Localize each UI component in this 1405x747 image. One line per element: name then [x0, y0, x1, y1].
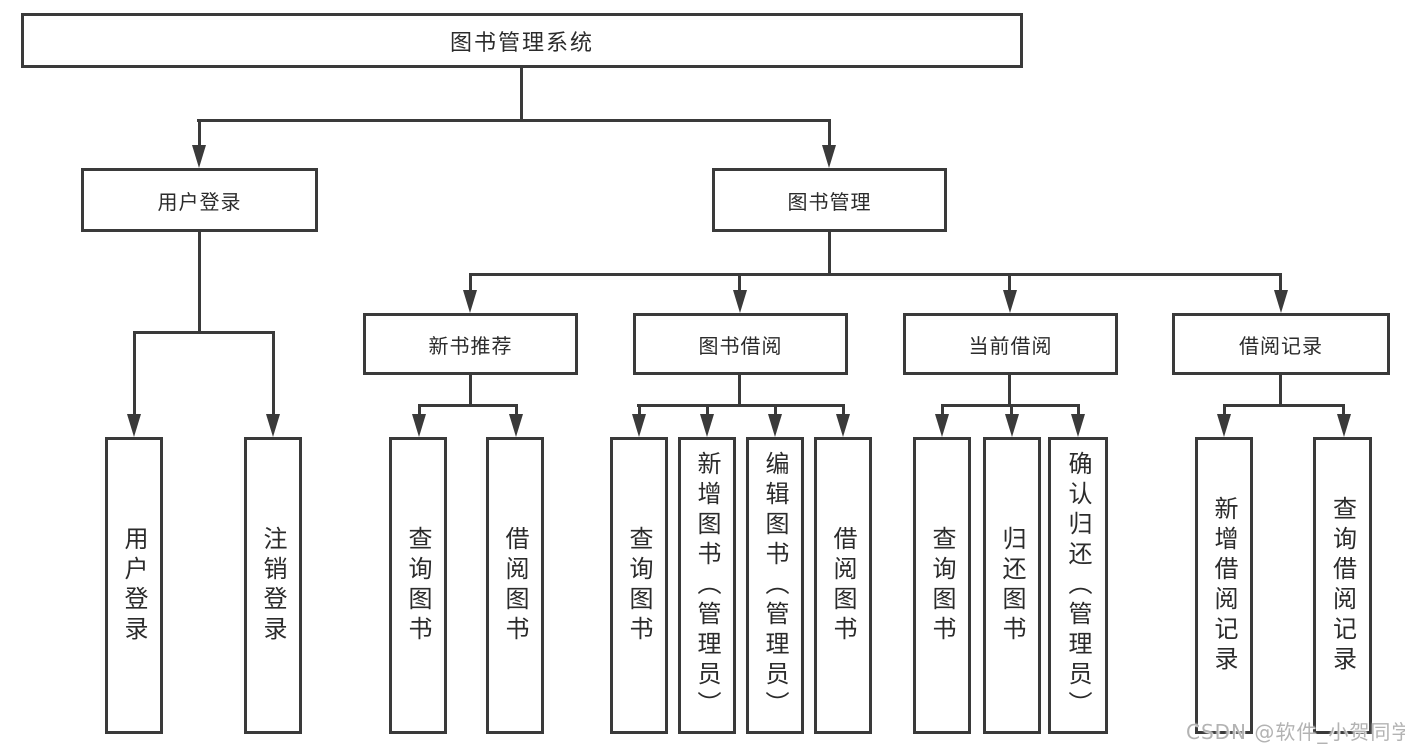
- arrowhead-down-icon: [935, 414, 949, 437]
- arrowhead-down-icon: [1274, 290, 1288, 313]
- connector-line: [738, 375, 741, 406]
- arrowhead-down-icon: [412, 414, 426, 437]
- connector-line: [133, 331, 275, 334]
- leaf-edit-books-admin-label: 编辑图书（管理员）: [761, 450, 789, 721]
- node-user-login: 用户登录: [81, 168, 318, 232]
- arrowhead-down-icon: [822, 145, 836, 168]
- arrowhead-down-icon: [733, 290, 747, 313]
- connector-line: [828, 232, 831, 276]
- connector-line: [1223, 404, 1345, 407]
- arrowhead-down-icon: [1217, 414, 1231, 437]
- leaf-user-login-label: 用户登录: [120, 525, 148, 646]
- leaf-confirm-return-admin: 确认归还（管理员）: [1048, 437, 1108, 734]
- connector-line: [515, 404, 518, 418]
- connector-line: [469, 375, 472, 406]
- leaf-query-books-borrowing-label: 查询图书: [625, 525, 653, 646]
- node-library-system-label: 图书管理系统: [449, 30, 594, 56]
- node-current-borrowing: 当前借阅: [903, 313, 1118, 375]
- leaf-query-books-recommend: 查询图书: [389, 437, 447, 734]
- leaf-borrow-books: 借阅图书: [814, 437, 872, 734]
- leaf-query-borrow-record: 查询借阅记录: [1313, 437, 1372, 734]
- connector-line: [133, 331, 136, 417]
- connector-line: [1077, 404, 1080, 418]
- connector-line: [520, 68, 523, 119]
- leaf-query-books-borrowing: 查询图书: [610, 437, 668, 734]
- connector-line: [842, 404, 845, 418]
- connector-line: [1008, 273, 1011, 293]
- arrowhead-down-icon: [1005, 414, 1019, 437]
- leaf-user-login: 用户登录: [105, 437, 163, 734]
- arrowhead-down-icon: [632, 414, 646, 437]
- connector-line: [941, 404, 944, 418]
- connector-line: [828, 119, 831, 147]
- node-borrowing-records-label: 借阅记录: [1239, 333, 1323, 358]
- arrowhead-down-icon: [1337, 414, 1351, 437]
- connector-line: [738, 273, 741, 293]
- leaf-add-books-admin: 新增图书（管理员）: [678, 437, 736, 734]
- connector-line: [418, 404, 421, 418]
- leaf-query-books-current: 查询图书: [913, 437, 971, 734]
- node-user-login-label: 用户登录: [157, 189, 242, 214]
- connector-line: [637, 404, 845, 407]
- leaf-logout: 注销登录: [244, 437, 302, 734]
- leaf-query-borrow-record-label: 查询借阅记录: [1328, 495, 1357, 676]
- node-current-borrowing-label: 当前借阅: [968, 333, 1053, 358]
- arrowhead-down-icon: [700, 414, 714, 437]
- leaf-add-borrow-record-label: 新增借阅记录: [1210, 495, 1238, 676]
- leaf-edit-books-admin: 编辑图书（管理员）: [746, 437, 804, 734]
- leaf-borrow-books-recommend-label: 借阅图书: [501, 525, 529, 646]
- node-library-system: 图书管理系统: [21, 13, 1023, 68]
- node-borrowing-records: 借阅记录: [1172, 313, 1390, 375]
- node-book-management: 图书管理: [712, 168, 947, 232]
- leaf-add-books-admin-label: 新增图书（管理员）: [693, 450, 721, 721]
- arrowhead-down-icon: [509, 414, 523, 437]
- arrowhead-down-icon: [836, 414, 850, 437]
- leaf-query-books-current-label: 查询图书: [928, 525, 956, 646]
- connector-line: [197, 119, 831, 122]
- connector-line: [638, 404, 641, 418]
- connector-line: [1010, 404, 1013, 418]
- connector-line: [774, 404, 777, 418]
- arrowhead-down-icon: [1071, 414, 1085, 437]
- connector-line: [1223, 404, 1226, 418]
- node-new-book-recommend: 新书推荐: [363, 313, 578, 375]
- leaf-borrow-books-label: 借阅图书: [829, 525, 857, 646]
- connector-line: [469, 273, 1282, 276]
- arrowhead-down-icon: [463, 290, 477, 313]
- connector-line: [1279, 273, 1282, 293]
- connector-line: [198, 119, 201, 147]
- arrowhead-down-icon: [266, 414, 280, 437]
- connector-line: [469, 273, 472, 293]
- arrowhead-down-icon: [1003, 290, 1017, 313]
- leaf-borrow-books-recommend: 借阅图书: [486, 437, 544, 734]
- connector-line: [272, 331, 275, 417]
- arrowhead-down-icon: [127, 414, 141, 437]
- leaf-logout-label: 注销登录: [259, 525, 287, 646]
- node-new-book-recommend-label: 新书推荐: [428, 333, 513, 358]
- connector-line: [198, 232, 201, 334]
- arrowhead-down-icon: [192, 145, 206, 168]
- connector-line: [706, 404, 709, 418]
- connector-line: [1342, 404, 1345, 418]
- csdn-watermark: CSDN @软件_小贺同学: [1186, 720, 1405, 744]
- leaf-confirm-return-admin-label: 确认归还（管理员）: [1064, 450, 1092, 721]
- connector-line: [418, 404, 518, 407]
- leaf-query-books-recommend-label: 查询图书: [404, 525, 432, 646]
- connector-line: [1008, 375, 1011, 406]
- node-book-borrowing: 图书借阅: [633, 313, 848, 375]
- leaf-return-books-label: 归还图书: [998, 525, 1026, 646]
- node-book-management-label: 图书管理: [787, 189, 872, 214]
- connector-line: [1279, 375, 1282, 406]
- leaf-add-borrow-record: 新增借阅记录: [1195, 437, 1253, 734]
- node-book-borrowing-label: 图书借阅: [698, 333, 783, 358]
- leaf-return-books: 归还图书: [983, 437, 1041, 734]
- arrowhead-down-icon: [768, 414, 782, 437]
